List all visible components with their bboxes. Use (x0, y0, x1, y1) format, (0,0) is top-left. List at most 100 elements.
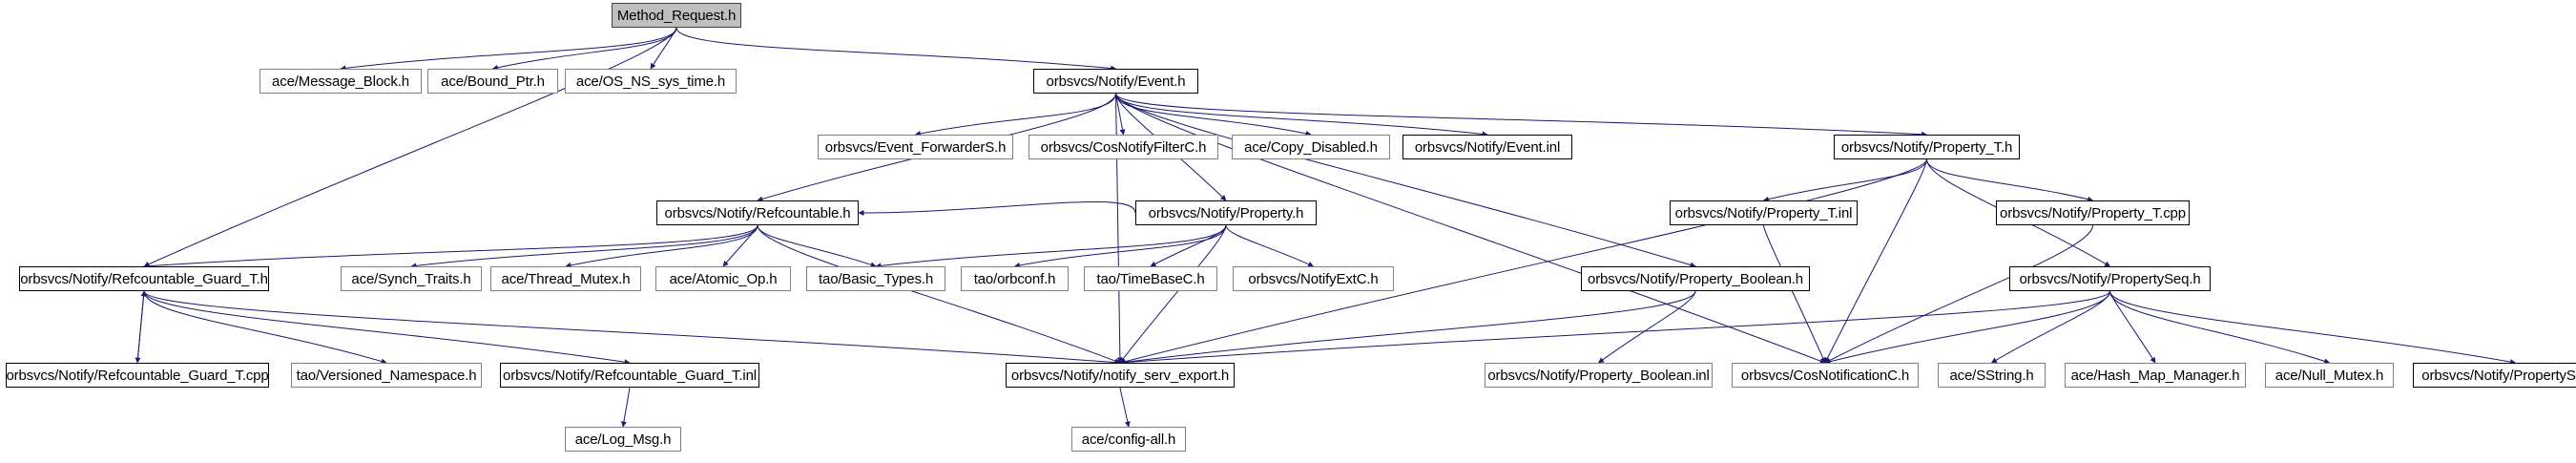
graph-node-notifyextc[interactable]: orbsvcs/NotifyExtC.h (1233, 266, 1394, 291)
graph-node-config_all[interactable]: ace/config-all.h (1071, 427, 1186, 452)
graph-node-log_msg[interactable]: ace/Log_Msg.h (565, 427, 681, 452)
graph-node-property_t_inl[interactable]: orbsvcs/Notify/Property_T.inl (1670, 200, 1858, 225)
graph-edge-property_h-to-timebasec (1150, 224, 1227, 267)
graph-node-event_inl[interactable]: orbsvcs/Notify/Event.inl (1402, 135, 1572, 159)
graph-node-refcountable_guard_t_h[interactable]: orbsvcs/Notify/Refcountable_Guard_T.h (19, 266, 269, 291)
graph-node-label: ace/Hash_Map_Manager.h (2070, 367, 2240, 384)
graph-edge-property_h-to-orbconf (1013, 224, 1227, 268)
graph-edge-property_t_cpp-to-cosnotificationc (1824, 224, 2093, 364)
graph-node-label: orbsvcs/Notify/PropertySeq.inl (2421, 367, 2576, 384)
graph-node-label: orbsvcs/Notify/notify_serv_export.h (1010, 367, 1230, 384)
graph-node-null_mutex[interactable]: ace/Null_Mutex.h (2265, 363, 2394, 388)
graph-edge-refcountable_guard_t_cpp-to-refcountable_guard_t_h (136, 290, 147, 364)
graph-node-label: ace/Message_Block.h (272, 73, 409, 90)
graph-node-refcountable_h[interactable]: orbsvcs/Notify/Refcountable.h (656, 200, 859, 225)
graph-node-property_boolean_inl[interactable]: orbsvcs/Notify/Property_Boolean.inl (1485, 363, 1713, 388)
graph-node-event_h[interactable]: orbsvcs/Notify/Event.h (1033, 69, 1198, 94)
graph-edge-refcountable_guard_t_h-to-refcountable_guard_t_cpp (135, 290, 145, 364)
graph-edge-propertyseq_h-to-null_mutex (2109, 290, 2331, 365)
graph-edge-method_request-to-os_ns_sys_time (650, 27, 677, 70)
graph-node-property_boolean_h[interactable]: orbsvcs/Notify/Property_Boolean.h (1581, 266, 1810, 291)
graph-node-message_block[interactable]: ace/Message_Block.h (260, 69, 422, 94)
graph-edge-propertyseq_h-to-cosnotificationc (1824, 290, 2110, 365)
graph-node-label: orbsvcs/Notify/Event.h (1046, 73, 1186, 90)
graph-node-copy_disabled[interactable]: ace/Copy_Disabled.h (1232, 135, 1390, 159)
graph-node-propertyseq_h[interactable]: orbsvcs/Notify/PropertySeq.h (2009, 266, 2211, 291)
graph-node-refcountable_guard_t_inl[interactable]: orbsvcs/Notify/Refcountable_Guard_T.inl (500, 363, 759, 388)
graph-node-property_t_h[interactable]: orbsvcs/Notify/Property_T.h (1834, 135, 2020, 159)
graph-node-propertyseq_inl[interactable]: orbsvcs/Notify/PropertySeq.inl (2413, 363, 2576, 388)
graph-edge-refcountable_guard_t_h-to-versioned_namespace (143, 290, 387, 365)
graph-edge-property_h-to-basic_types (875, 224, 1227, 269)
graph-edge-propertyseq_h-to-notify_serv_export (1119, 290, 2110, 366)
graph-edge-refcountable_h-to-synch_traits (410, 224, 758, 269)
graph-node-label: ace/Thread_Mutex.h (501, 270, 631, 287)
graph-edge-refcountable_h-to-refcountable_guard_t_h (143, 224, 758, 269)
graph-edge-refcountable_guard_t_inl-to-log_msg (620, 387, 631, 428)
graph-edge-property_t_h-to-property_t_cpp (1926, 158, 2094, 202)
graph-node-label: orbsvcs/Notify/Property.h (1148, 204, 1304, 221)
graph-edge-method_request-to-message_block (340, 27, 677, 72)
graph-edge-property_t_h-to-property_t_inl (1762, 158, 1927, 202)
graph-node-label: ace/config-all.h (1081, 431, 1176, 448)
graph-node-label: tao/orbconf.h (973, 270, 1056, 287)
graph-node-label: orbsvcs/Notify/Event.inl (1414, 138, 1561, 156)
graph-node-refcountable_guard_t_cpp[interactable]: orbsvcs/Notify/Refcountable_Guard_T.cpp (6, 363, 269, 388)
graph-node-label: orbsvcs/Notify/Refcountable_Guard_T.inl (503, 367, 757, 384)
graph-edge-property_h-to-refcountable_h (858, 200, 1136, 216)
graph-node-bound_ptr[interactable]: ace/Bound_Ptr.h (427, 69, 558, 94)
graph-edge-property_t_h-to-cosnotificationc (1824, 158, 1927, 364)
graph-node-property_t_cpp[interactable]: orbsvcs/Notify/Property_T.cpp (1996, 200, 2190, 225)
graph-edge-property_boolean_h-to-notify_serv_export (1119, 290, 1696, 366)
graph-edge-property_h-to-notify_serv_export (1119, 224, 1227, 364)
graph-node-cosnotifyfilterc[interactable]: orbsvcs/CosNotifyFilterC.h (1028, 135, 1218, 159)
graph-node-property_h[interactable]: orbsvcs/Notify/Property.h (1135, 200, 1317, 225)
graph-edge-refcountable_guard_t_h-to-refcountable_guard_t_inl (143, 290, 631, 366)
graph-node-label: orbsvcs/Notify/Property_T.cpp (2000, 204, 2186, 221)
graph-edge-event_h-to-event_forwarders (914, 93, 1116, 137)
graph-node-synch_traits[interactable]: ace/Synch_Traits.h (341, 266, 482, 291)
graph-edge-method_request-to-event_h (675, 27, 1117, 72)
graph-node-label: orbsvcs/NotifyExtC.h (1248, 270, 1379, 287)
graph-node-method_request[interactable]: Method_Request.h (612, 3, 741, 28)
graph-edge-refcountable_h-to-notify_serv_export (757, 224, 1121, 364)
graph-edge-method_request-to-bound_ptr (491, 27, 677, 71)
graph-node-notify_serv_export[interactable]: orbsvcs/Notify/notify_serv_export.h (1006, 363, 1235, 388)
graph-edge-property_h-to-notifyextc (1225, 224, 1315, 267)
graph-node-label: orbsvcs/Notify/Property_Boolean.inl (1487, 367, 1710, 384)
graph-edge-property_t_inl-to-cosnotificationc (1763, 224, 1826, 364)
graph-node-label: orbsvcs/Notify/Property_T.h (1840, 138, 2013, 156)
graph-node-label: ace/Null_Mutex.h (2275, 367, 2384, 384)
graph-node-label: tao/TimeBaseC.h (1096, 270, 1205, 287)
graph-node-label: ace/Bound_Ptr.h (441, 73, 545, 90)
graph-node-label: tao/Versioned_Namespace.h (296, 367, 477, 384)
graph-node-label: tao/Basic_Types.h (818, 270, 934, 287)
graph-node-timebasec[interactable]: tao/TimeBaseC.h (1084, 266, 1217, 291)
graph-node-orbconf[interactable]: tao/orbconf.h (961, 266, 1069, 291)
graph-node-cosnotificationc[interactable]: orbsvcs/CosNotificationC.h (1732, 363, 1919, 388)
graph-node-thread_mutex[interactable]: ace/Thread_Mutex.h (490, 266, 641, 291)
graph-node-label: ace/Atomic_Op.h (669, 270, 778, 287)
graph-node-hash_map_manager[interactable]: ace/Hash_Map_Manager.h (2065, 363, 2246, 388)
graph-node-label: orbsvcs/Notify/Property_Boolean.h (1588, 270, 1803, 287)
graph-edge-propertyseq_h-to-propertyseq_inl (2109, 290, 2517, 366)
graph-edge-refcountable_h-to-atomic_op (722, 224, 758, 267)
graph-node-label: orbsvcs/Notify/Property_T.inl (1674, 204, 1853, 221)
graph-edge-event_h-to-event_inl (1115, 93, 1488, 137)
graph-edge-propertyseq_h-to-sstring (1990, 290, 2110, 364)
graph-edge-event_h-to-property_t_h (1115, 93, 1928, 137)
graph-node-label: orbsvcs/Event_ForwarderS.h (824, 138, 1007, 156)
graph-node-event_forwarders[interactable]: orbsvcs/Event_ForwarderS.h (818, 135, 1013, 159)
graph-node-label: Method_Request.h (616, 7, 737, 24)
graph-node-versioned_namespace[interactable]: tao/Versioned_Namespace.h (291, 363, 482, 388)
graph-node-os_ns_sys_time[interactable]: ace/OS_NS_sys_time.h (565, 69, 737, 94)
graph-node-basic_types[interactable]: tao/Basic_Types.h (806, 266, 945, 291)
graph-node-atomic_op[interactable]: ace/Atomic_Op.h (655, 266, 791, 291)
graph-node-sstring[interactable]: ace/SString.h (1938, 363, 2046, 388)
graph-edge-property_t_h-to-notify_serv_export (1119, 158, 1927, 365)
graph-node-label: ace/Synch_Traits.h (351, 270, 471, 287)
graph-edge-propertyseq_h-to-hash_map_manager (2109, 290, 2156, 364)
graph-node-label: orbsvcs/CosNotifyFilterC.h (1040, 138, 1207, 156)
graph-node-label: orbsvcs/Notify/Refcountable_Guard_T.h (20, 270, 268, 287)
